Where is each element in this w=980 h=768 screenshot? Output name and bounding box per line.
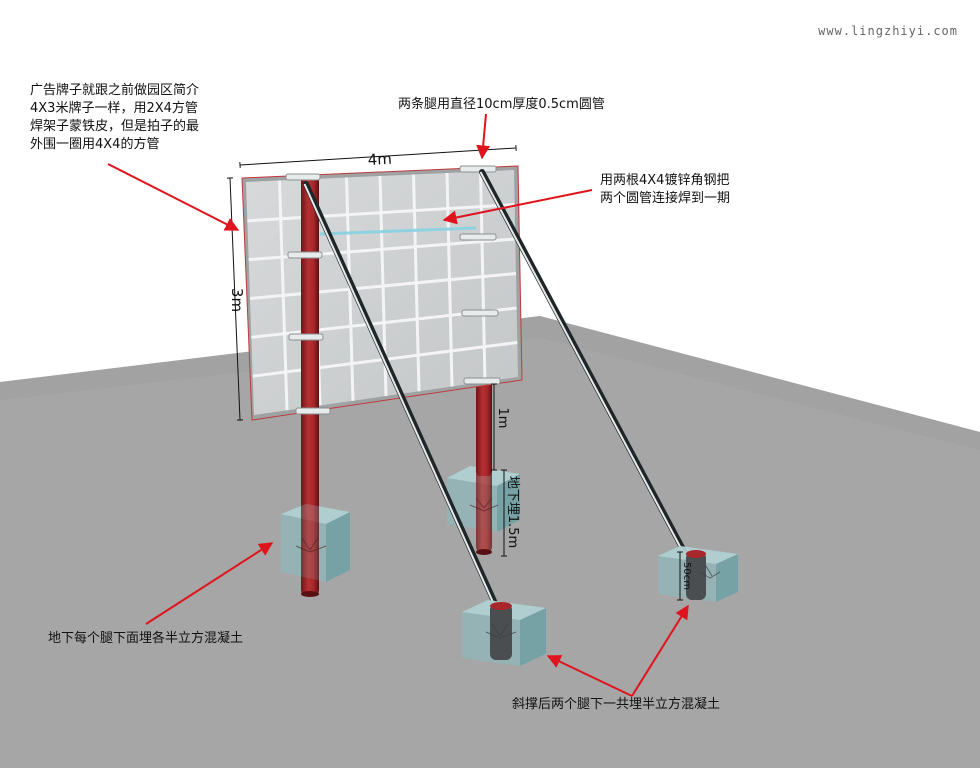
watermark-text: www.lingzhiyi.com	[818, 24, 958, 38]
frame-tube-horizontal	[247, 203, 515, 223]
dim-height-label: 3m	[228, 288, 246, 312]
diagonal-braces	[303, 169, 697, 613]
billboard-note-line: 焊架子蒙铁皮，但是拍子的最	[30, 119, 200, 134]
dim-footing-label: 50cm	[681, 562, 692, 590]
billboard-note-line: 4X3米牌子一样，用2X4方管	[30, 101, 198, 116]
angle-steel-connectors	[285, 165, 501, 415]
dim-width-label: 4m	[367, 150, 392, 169]
frame-tube-horizontal	[249, 272, 517, 300]
concrete-footing-front-leg	[281, 500, 350, 597]
billboard-note-line: 外围一圈用4X4的方管	[30, 137, 160, 152]
leg-concrete-note: 地下每个腿下面埋各半立方混凝土	[48, 631, 244, 646]
billboard-note: 广告牌子就跟之前做园区简介 4X3米牌子一样，用2X4方管 焊架子蒙铁皮，但是拍…	[30, 82, 199, 154]
concrete-footing-brace-front	[462, 600, 546, 666]
brace-concrete-note: 斜撑后两个腿下一共埋半立方混凝土	[512, 697, 721, 712]
dim-buried-label: 地下埋1.5m	[505, 476, 520, 548]
front-leg-pole	[301, 174, 319, 594]
legs-note: 两条腿用直径10cm厚度0.5cm圆管	[398, 97, 605, 112]
dim-above-ground-label: 1m	[495, 408, 510, 429]
angle-steel-note: 用两根4X4镀锌角钢把 两个圆管连接焊到一期	[600, 172, 730, 208]
angle-steel-note-line: 两个圆管连接焊到一期	[600, 191, 731, 206]
billboard-note-line: 广告牌子就跟之前做园区简介	[30, 83, 200, 98]
angle-steel-note-line: 用两根4X4镀锌角钢把	[600, 173, 730, 188]
concrete-footing-brace-back	[658, 546, 738, 602]
annotation-arrows	[107, 113, 689, 697]
